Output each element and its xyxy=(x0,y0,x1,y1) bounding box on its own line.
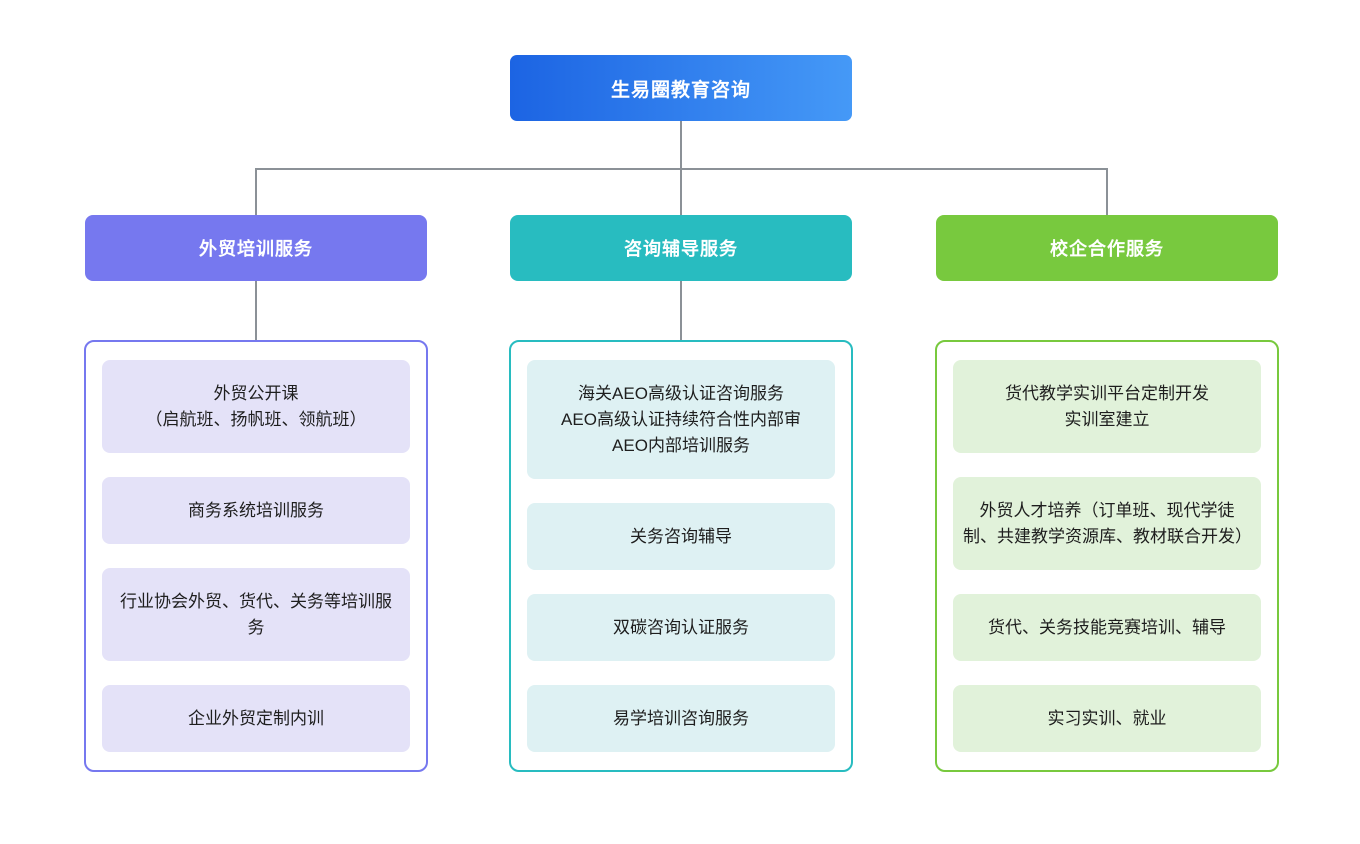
leaf-item: 企业外贸定制内训 xyxy=(102,685,410,752)
root-node-title: 生易圈教育咨询 xyxy=(610,79,751,101)
leaf-item: 商务系统培训服务 xyxy=(102,477,410,544)
connector-branch2-stub xyxy=(680,168,682,215)
leaf-item: 货代、关务技能竞赛培训、辅导 xyxy=(953,594,1261,661)
leaf-item: 易学培训咨询服务 xyxy=(527,685,835,752)
branch-header-consulting-coaching: 咨询辅导服务 xyxy=(510,215,852,281)
root-node: 生易圈教育咨询 xyxy=(510,55,852,121)
connector-branch3-stub xyxy=(1106,168,1108,215)
branch-container-consulting-coaching: 海关AEO高级认证咨询服务 AEO高级认证持续符合性内部审 AEO内部培训服务 … xyxy=(509,340,853,772)
branch-container-school-enterprise: 货代教学实训平台定制开发 实训室建立 外贸人才培养（订单班、现代学徒制、共建教学… xyxy=(935,340,1279,772)
leaf-item: 货代教学实训平台定制开发 实训室建立 xyxy=(953,360,1261,453)
branch-header-school-enterprise: 校企合作服务 xyxy=(936,215,1278,281)
leaf-item: 关务咨询辅导 xyxy=(527,503,835,570)
branch-container-foreign-trade-training: 外贸公开课 （启航班、扬帆班、领航班） 商务系统培训服务 行业协会外贸、货代、关… xyxy=(84,340,428,772)
connector-branch1-stub xyxy=(255,168,257,215)
leaf-item: 外贸人才培养（订单班、现代学徒制、共建教学资源库、教材联合开发） xyxy=(953,477,1261,570)
connector-branch1-container xyxy=(255,281,257,340)
connector-root-drop xyxy=(680,120,682,169)
connector-branch2-container xyxy=(680,281,682,340)
leaf-item: 海关AEO高级认证咨询服务 AEO高级认证持续符合性内部审 AEO内部培训服务 xyxy=(527,360,835,479)
branch-header-label: 外贸培训服务 xyxy=(199,239,313,259)
branch-header-label: 校企合作服务 xyxy=(1050,239,1164,259)
leaf-item: 外贸公开课 （启航班、扬帆班、领航班） xyxy=(102,360,410,453)
branch-header-foreign-trade-training: 外贸培训服务 xyxy=(85,215,427,281)
leaf-item: 双碳咨询认证服务 xyxy=(527,594,835,661)
leaf-item: 实习实训、就业 xyxy=(953,685,1261,752)
leaf-item: 行业协会外贸、货代、关务等培训服务 xyxy=(102,568,410,661)
branch-header-label: 咨询辅导服务 xyxy=(624,239,738,259)
